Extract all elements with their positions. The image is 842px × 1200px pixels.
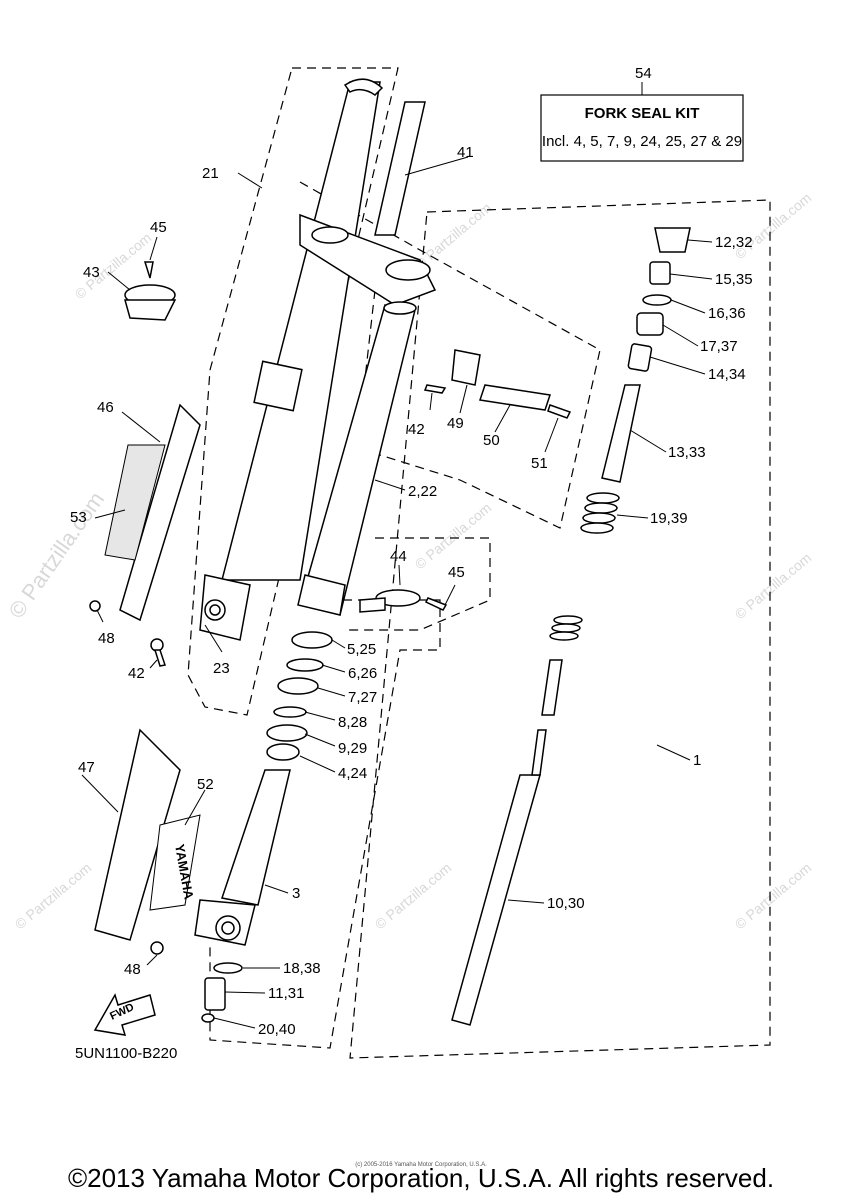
kit-includes: Incl. 4, 5, 7, 9, 24, 25, 27 & 29 <box>542 133 742 150</box>
watermark: © Partzilla.com <box>732 549 815 622</box>
leader-lines <box>81 156 713 1029</box>
label-15-35: 15,35 <box>715 271 753 288</box>
label-53: 53 <box>70 509 87 526</box>
label-21: 21 <box>202 165 219 182</box>
label-48: 48 <box>124 961 141 978</box>
label-20-40: 20,40 <box>258 1021 296 1038</box>
bracket-49-50 <box>423 349 572 419</box>
watermark: © Partzilla.com <box>412 199 495 272</box>
label-14-34: 14,34 <box>708 366 746 383</box>
label-42: 42 <box>128 665 145 682</box>
fwd-arrow-icon: FWD <box>93 993 156 1036</box>
label-46: 46 <box>97 399 114 416</box>
label-17-37: 17,37 <box>700 338 738 355</box>
group-outline-inner-tube <box>209 289 441 1049</box>
watermark: © Partzilla.com <box>732 859 815 932</box>
footer-copyright: ©2013 Yamaha Motor Corporation, U.S.A. A… <box>67 1163 775 1193</box>
spring-19 <box>580 492 620 534</box>
tiny-copyright: (c) 2005-2016 Yamaha Motor Corporation, … <box>355 1162 487 1168</box>
clamp-43 <box>124 261 177 321</box>
label-45: 45 <box>448 564 465 581</box>
label-19-39: 19,39 <box>650 510 688 527</box>
fork-seal-kit-box: 54 FORK SEAL KIT Incl. 4, 5, 7, 9, 24, 2… <box>540 65 744 162</box>
label-47: 47 <box>78 759 95 776</box>
damper-rod <box>451 227 691 1026</box>
watermark: © Partzilla.com <box>412 499 495 572</box>
group-outline-clamp <box>299 181 601 529</box>
steering-stem <box>299 101 437 306</box>
label-7-27: 7,27 <box>348 689 377 706</box>
label-44: 44 <box>390 548 407 565</box>
axle-holder <box>194 769 291 1023</box>
label-18-38: 18,38 <box>283 960 321 977</box>
label-13-33: 13,33 <box>668 444 706 461</box>
label-8-28: 8,28 <box>338 714 367 731</box>
watermark: © Partzilla.com <box>372 859 455 932</box>
label-41: 41 <box>457 144 474 161</box>
label-48: 48 <box>98 630 115 647</box>
spring <box>549 615 583 641</box>
outer-tube <box>199 78 384 641</box>
clamp-44 <box>359 589 448 613</box>
label-12-32: 12,32 <box>715 234 753 251</box>
label-50: 50 <box>483 432 500 449</box>
diagram-code: 5UN1100-B220 <box>75 1045 177 1062</box>
label-11-31: 11,31 <box>268 985 304 1002</box>
label-51: 51 <box>531 455 548 472</box>
watermark: © Partzilla.com <box>12 859 95 932</box>
label-54: 54 <box>635 65 652 82</box>
label-6-26: 6,26 <box>348 665 377 682</box>
label-4-24: 4,24 <box>338 765 367 782</box>
label-3: 3 <box>292 885 300 902</box>
fork-guard-upper <box>89 403 201 622</box>
group-outline-outer-tube <box>187 67 399 716</box>
label-45: 45 <box>150 219 167 236</box>
label-2-22: 2,22 <box>408 483 437 500</box>
label-1: 1 <box>693 752 701 769</box>
label-42: 42 <box>408 421 425 438</box>
label-52: 52 <box>197 776 214 793</box>
label-10-30: 10,30 <box>547 895 585 912</box>
label-23: 23 <box>213 660 230 677</box>
fork-guard-lower: YAMAHA <box>94 728 201 955</box>
callout-labels: 21 41 45 43 46 53 48 42 23 42 49 50 51 2… <box>70 144 753 1038</box>
label-43: 43 <box>83 264 100 281</box>
group-outline-damper <box>349 199 771 1059</box>
label-5-25: 5,25 <box>347 641 376 658</box>
label-9-29: 9,29 <box>338 740 367 757</box>
bolt-42-lower <box>150 638 166 667</box>
label-49: 49 <box>447 415 464 432</box>
kit-title: FORK SEAL KIT <box>585 105 700 122</box>
group-outline-bracket <box>345 537 491 631</box>
inner-tube <box>297 301 417 616</box>
label-16-36: 16,36 <box>708 305 746 322</box>
